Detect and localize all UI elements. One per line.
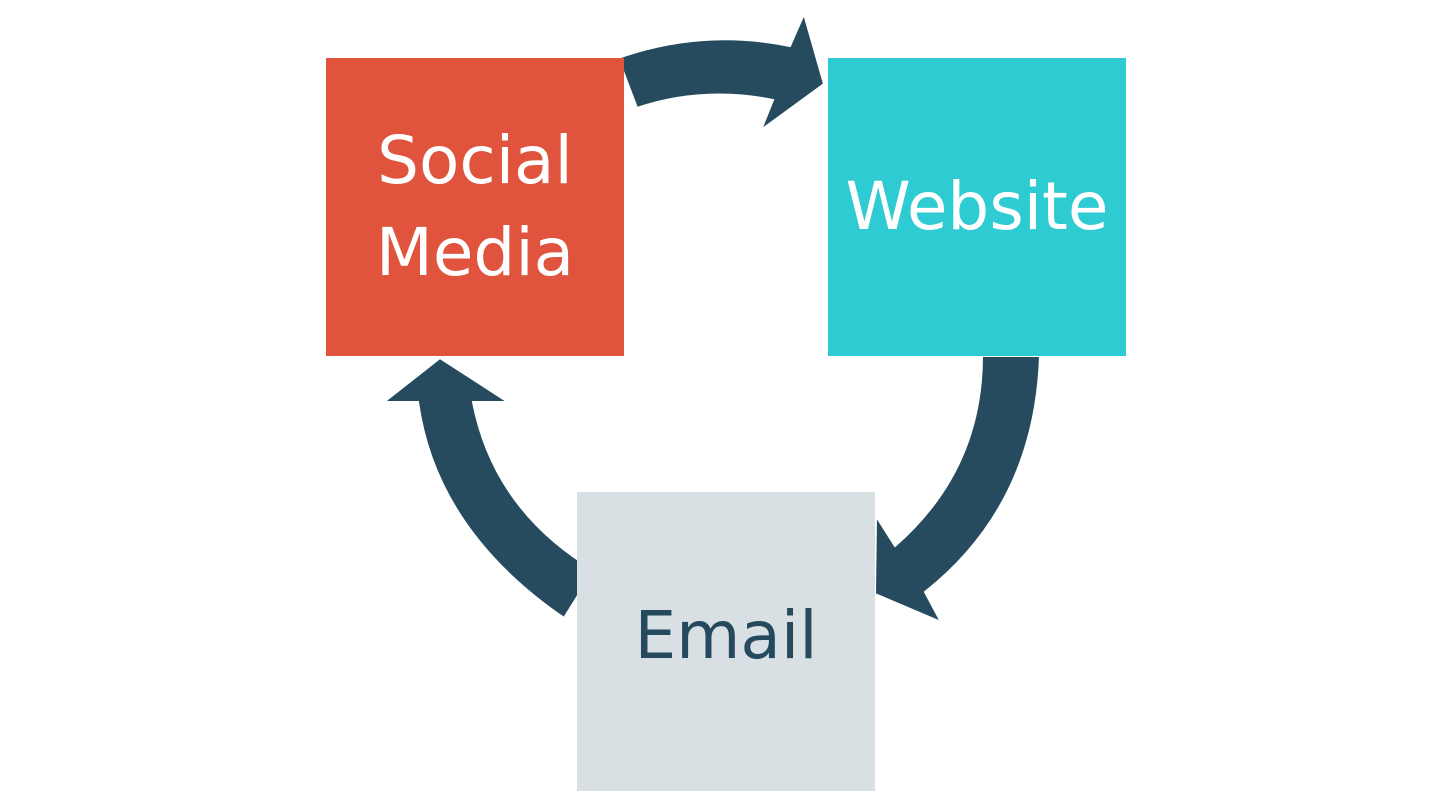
node-social-media-label-line1: Social [377,122,573,199]
node-website: Website [828,58,1126,356]
node-social-media-label-line2: Media [375,214,575,291]
arrow-email-to-social [381,356,596,620]
node-website-label: Website [845,168,1109,245]
node-email-label: Email [634,597,818,674]
arrow-social-to-website [616,11,826,133]
arrow-website-to-email [873,355,1042,625]
node-email: Email [577,492,875,791]
node-social-media: Social Media [326,58,624,356]
node-social-media-label: Social Media [345,115,605,299]
